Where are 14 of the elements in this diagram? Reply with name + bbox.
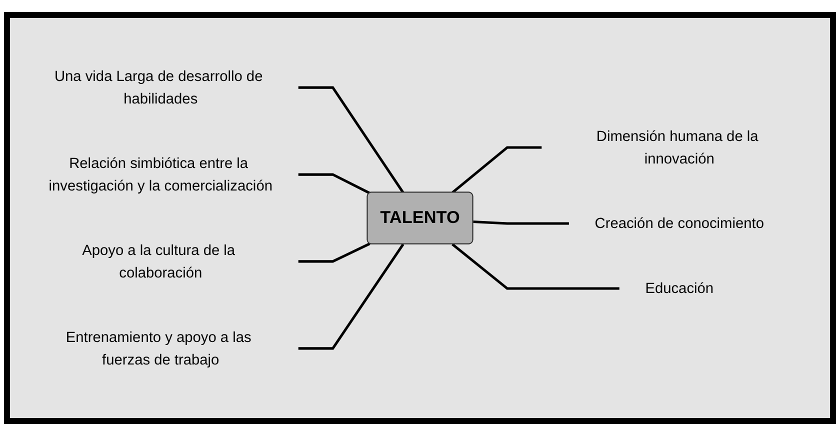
node-text: Una vida Larga de desarrollo de habilidades bbox=[54, 68, 263, 107]
connector bbox=[473, 220, 569, 225]
connector bbox=[452, 243, 620, 290]
node-text: Creación de conocimiento bbox=[594, 215, 764, 232]
connector bbox=[452, 146, 542, 194]
connector bbox=[298, 173, 370, 194]
node-text: Apoyo a la cultura de la colaboración bbox=[82, 242, 236, 280]
node-text: Relación simbiótica entre la investigación y la comercialización bbox=[48, 155, 272, 194]
connector bbox=[298, 244, 404, 350]
connector bbox=[298, 242, 370, 263]
node-text: Dimensión humana de la innovación bbox=[596, 128, 758, 166]
connector bbox=[298, 86, 404, 194]
node-text: Educación bbox=[645, 280, 714, 296]
node-text: Entrenamiento y apoyo a las fuerzas de trabajo bbox=[66, 329, 252, 368]
